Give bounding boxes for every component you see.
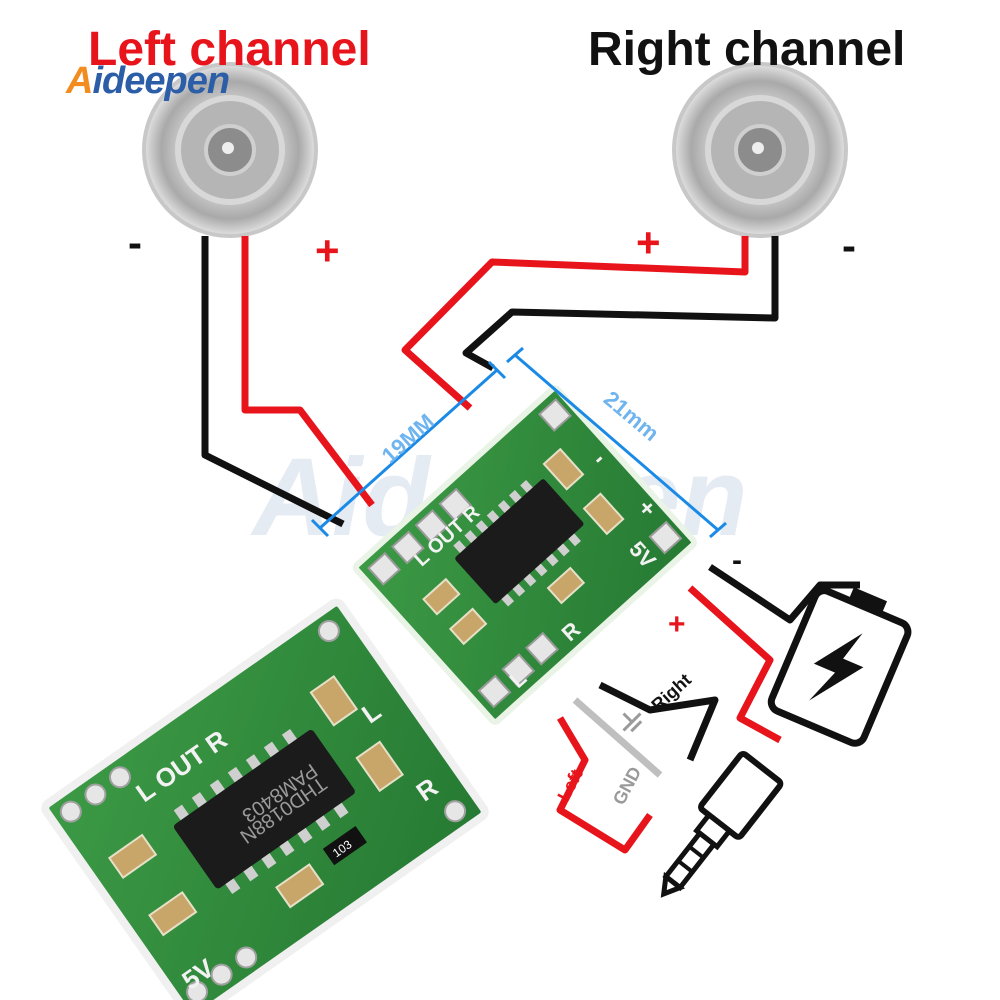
audio-jack-icon [660, 751, 784, 898]
left-speaker-plus: + [315, 227, 340, 274]
brand-logo: Aideepen [66, 60, 230, 103]
wire-label-gnd: GND [609, 763, 645, 808]
battery-icon [767, 587, 912, 747]
logo-first-letter: A [66, 60, 93, 102]
right-speaker-red-wire [401, 236, 749, 411]
left-channel-title: Left channel [88, 23, 371, 76]
right-speaker-black-wire [462, 236, 779, 372]
jack-gnd-gray-wire [572, 697, 663, 778]
small-board-photo: PAM8403 THD0188N 103 L OUT R 5V R L [41, 598, 489, 1000]
left-speaker-minus: - [128, 219, 142, 266]
battery-black-wire [708, 564, 860, 624]
right-speaker-minus: - [842, 222, 856, 269]
right-speaker [672, 62, 848, 238]
ground-symbol-icon [622, 712, 643, 733]
jack-left-red-wire [556, 716, 653, 854]
battery-plus: + [668, 608, 686, 641]
battery-red-wire [687, 585, 782, 744]
battery-minus: - [732, 544, 742, 577]
left-speaker [142, 62, 318, 238]
left-speaker-black-wire [201, 236, 345, 528]
jack-right-black-wire [598, 681, 719, 762]
right-channel-title: Right channel [588, 23, 906, 76]
left-speaker-red-wire [241, 236, 375, 508]
amplifier-board: L OUT R 5V R L + - [353, 385, 697, 725]
logo-rest: ideepen [92, 60, 230, 102]
right-speaker-plus: + [636, 219, 661, 266]
